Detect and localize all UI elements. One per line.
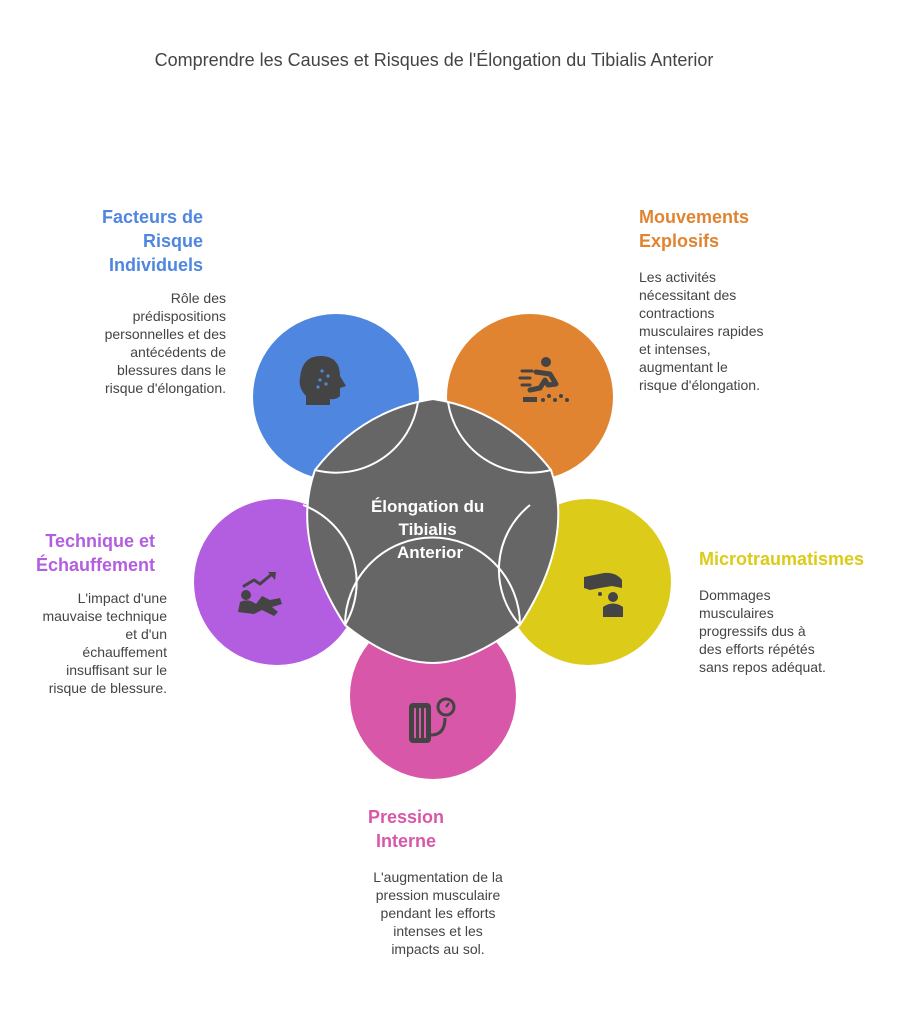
mouvements-title: Mouvements Explosifs: [639, 205, 839, 253]
facteurs-title: Facteurs de Risque Individuels: [40, 205, 203, 277]
mouvements-desc-line: nécessitant des: [639, 287, 737, 303]
technique-desc-line: échauffement: [82, 644, 167, 660]
overlap-arc-micro: [497, 504, 531, 626]
workout-trend-icon: [238, 572, 282, 616]
technique-desc-line: mauvaise technique: [42, 608, 167, 624]
micro-desc-line: progressifs dus à: [699, 623, 806, 639]
micro-desc-line: Dommages: [699, 587, 771, 603]
center-label-line: Tibialis: [399, 520, 457, 539]
micro-title-line: Microtraumatismes: [699, 549, 865, 569]
technique-title: Technique et Échauffement: [10, 529, 155, 577]
facteurs-desc-line: blessures dans le: [117, 362, 226, 378]
facteurs-desc-line: Rôle des: [170, 290, 226, 306]
pression-description: L'augmentation de la pression musculaire…: [338, 868, 538, 958]
facteurs-description: Rôle des prédispositions personnelles et…: [40, 289, 226, 397]
micro-desc-line: des efforts répétés: [699, 641, 815, 657]
center-label-line: Anterior: [397, 543, 464, 562]
pression-title-line: Interne: [375, 831, 436, 851]
facteurs-title-line: Facteurs de: [101, 207, 203, 227]
jumping-person-icon: [518, 357, 569, 402]
mouvements-desc-line: musculaires rapides: [639, 323, 764, 339]
facteurs-desc-line: prédispositions: [132, 308, 226, 324]
pression-desc-line: intenses et les: [393, 923, 483, 939]
mouvements-title-line: Mouvements: [639, 207, 750, 227]
hand-person-icon: [584, 572, 623, 617]
pression-desc-line: pendant les efforts: [380, 905, 496, 921]
head-icon: [299, 355, 346, 405]
micro-desc-line: sans repos adéquat.: [699, 659, 826, 675]
technique-desc-line: risque de blessure.: [48, 680, 167, 696]
diagram-title: Comprendre les Causes et Risques de l'Él…: [154, 50, 714, 70]
pressure-gauge-icon: [409, 697, 456, 743]
center-label: Élongation du Tibialis Anterior: [371, 497, 489, 562]
center-label-line: Élongation du: [371, 497, 484, 516]
pression-title-line: Pression: [367, 807, 445, 827]
pression-desc-line: L'augmentation de la: [373, 869, 503, 885]
facteurs-title-line: Risque: [142, 231, 203, 251]
micro-title: Microtraumatismes: [699, 547, 894, 571]
micro-description: Dommages musculaires progressifs dus à d…: [699, 586, 889, 676]
pression-desc-line: impacts au sol.: [391, 941, 485, 957]
overlap-arc-technique: [302, 504, 358, 626]
mouvements-desc-line: Les activités: [639, 269, 717, 285]
facteurs-title-line: Individuels: [108, 255, 203, 275]
micro-desc-line: musculaires: [699, 605, 774, 621]
facteurs-desc-line: antécédents de: [130, 344, 226, 360]
overlap-arc-facteurs: [314, 401, 419, 474]
pression-title: Pression Interne: [306, 805, 506, 853]
technique-desc-line: L'impact d'une: [77, 590, 167, 606]
mouvements-desc-line: risque d'élongation.: [639, 377, 760, 393]
pression-desc-line: pression musculaire: [375, 887, 501, 903]
mouvements-desc-line: et intenses,: [639, 341, 711, 357]
mouvements-desc-line: contractions: [639, 305, 715, 321]
technique-title-line: Échauffement: [35, 555, 155, 575]
facteurs-desc-line: risque d'élongation.: [105, 380, 226, 396]
facteurs-desc-line: personnelles et des: [104, 326, 226, 342]
technique-desc-line: et d'un: [125, 626, 167, 642]
technique-title-line: Technique et: [45, 531, 155, 551]
overlap-arc-pression: [344, 536, 521, 626]
mouvements-title-line: Explosifs: [639, 231, 720, 251]
technique-desc-line: insuffisant sur le: [66, 662, 167, 678]
overlap-arc-mouvements: [447, 401, 552, 474]
technique-description: L'impact d'une mauvaise technique et d'u…: [10, 589, 167, 697]
mouvements-desc-line: augmentant le: [639, 359, 728, 375]
mouvements-description: Les activités nécessitant des contractio…: [639, 268, 839, 394]
